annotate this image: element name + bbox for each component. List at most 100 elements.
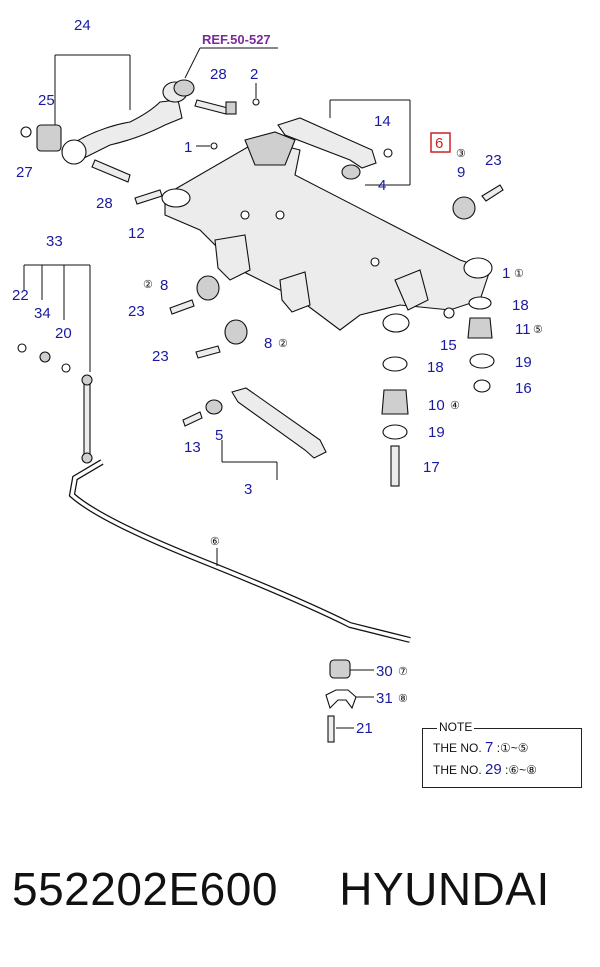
subframe-leg-left <box>214 234 251 281</box>
exploded-parts-diagram: REF.50-527 <box>12 17 543 743</box>
ring-20 <box>61 363 71 373</box>
lateral-arm-4 <box>277 117 377 169</box>
washer-18-left <box>382 356 408 372</box>
circled-8: ⑧ <box>398 693 408 705</box>
callout-18-left: 18 <box>427 359 444 376</box>
note-box: NOTE THE NO. 7 :①~⑤ THE NO. 29 :⑥~⑧ <box>422 720 582 788</box>
callout-31: 31 <box>376 690 393 707</box>
subframe <box>164 139 491 331</box>
subframe-mount-rear <box>382 313 410 333</box>
callout-1-right: 1 <box>502 265 510 282</box>
brand-name: HYUNDAI <box>339 863 550 915</box>
circled-2-upper: ② <box>143 279 153 291</box>
upper-arm <box>60 99 183 161</box>
circled-2-lower: ② <box>278 338 288 350</box>
nut-1 <box>210 142 218 150</box>
highlight-box-6[interactable] <box>430 132 451 153</box>
bushing-9 <box>452 196 476 220</box>
callout-13: 13 <box>184 439 201 456</box>
bolt-28-upper <box>194 99 229 115</box>
circled-3: ③ <box>456 148 466 160</box>
callout-28-upper: 28 <box>210 66 227 83</box>
callout-19-right: 19 <box>515 354 532 371</box>
stabilizer-bar <box>68 459 411 643</box>
subframe-leg-center <box>279 271 311 313</box>
callout-9: 9 <box>457 164 465 181</box>
callout-11: 11 <box>515 321 531 338</box>
clamp-31 <box>325 689 357 710</box>
callout-22: 22 <box>12 287 29 304</box>
callout-23-lower: 23 <box>152 348 169 365</box>
callout-10: 10 <box>428 397 445 414</box>
callout-28-lower: 28 <box>96 195 113 212</box>
bushing-5 <box>205 399 223 415</box>
note-line-2: THE NO. 29 :⑥~⑧ <box>433 761 537 778</box>
circled-1: ① <box>514 268 524 280</box>
bolt-23-lower <box>195 345 221 359</box>
nut-2 <box>252 98 260 106</box>
bolt-23-mid <box>169 299 195 315</box>
nut-16 <box>473 379 491 393</box>
washer-18-right <box>468 296 492 310</box>
subframe-mount-front <box>244 131 296 166</box>
bushing-34 <box>39 351 51 363</box>
bolt-12 <box>134 189 163 205</box>
callout-6-highlight: 6 <box>435 135 443 152</box>
callout-30: 30 <box>376 663 393 680</box>
note-line-1: THE NO. 7 :①~⑤ <box>433 739 529 756</box>
callout-20: 20 <box>55 325 72 342</box>
callout-27: 27 <box>16 164 33 181</box>
callout-17: 17 <box>423 459 440 476</box>
subframe-mount-right <box>463 257 493 279</box>
circled-7: ⑦ <box>398 666 408 678</box>
ring-22 <box>17 343 27 353</box>
circled-6: ⑥ <box>210 536 220 548</box>
ref-label: REF.50-527 <box>202 32 271 47</box>
callout-23-upper: 23 <box>485 152 502 169</box>
bushing-28 <box>61 139 87 165</box>
ref-leader <box>184 47 201 79</box>
callout-5: 5 <box>215 427 223 444</box>
callout-1-upper: 1 <box>184 139 192 156</box>
callout-19-left: 19 <box>428 424 445 441</box>
callout-21: 21 <box>356 720 373 737</box>
lower-arm-3 <box>231 387 327 459</box>
callout-4: 4 <box>378 177 386 194</box>
bushing-10 <box>381 389 409 415</box>
bolt-28 <box>91 159 131 183</box>
subframe-mount-left <box>161 188 191 208</box>
bolt-17 <box>390 445 400 487</box>
nut-14 <box>383 148 393 158</box>
note-title: NOTE <box>437 720 475 734</box>
callout-18-right: 18 <box>512 297 529 314</box>
callout-15: 15 <box>440 337 457 354</box>
circled-4: ④ <box>450 400 460 412</box>
callout-16: 16 <box>515 380 532 397</box>
callout-34: 34 <box>34 305 51 322</box>
bushing-25 <box>36 124 62 152</box>
callout-23-mid: 23 <box>128 303 145 320</box>
callout-24: 24 <box>74 17 91 34</box>
washer-19-right <box>469 353 495 369</box>
bolt-13 <box>182 411 203 427</box>
callout-14: 14 <box>374 113 391 130</box>
bolt-21 <box>327 715 335 743</box>
bushing-ref <box>173 79 195 97</box>
bushing-8-lower <box>224 319 248 345</box>
callout-2: 2 <box>250 66 258 83</box>
callout-8-lower: 8 <box>264 335 272 352</box>
bushing-11 <box>467 317 493 339</box>
bushing-30 <box>329 659 351 679</box>
part-number: 552202E600 <box>12 863 278 915</box>
bushing-8-upper <box>196 275 220 301</box>
callout-33: 33 <box>46 233 63 250</box>
washer-19-left <box>382 424 408 440</box>
circled-5: ⑤ <box>533 324 543 336</box>
nut-15 <box>443 307 455 319</box>
callout-25: 25 <box>38 92 55 109</box>
washer-27 <box>20 126 32 138</box>
footer-caption: 552202E600 HYUNDAI <box>12 862 592 932</box>
callout-12: 12 <box>128 225 145 242</box>
callout-8-upper: 8 <box>160 277 168 294</box>
lateral-arm-bushing <box>341 164 361 180</box>
